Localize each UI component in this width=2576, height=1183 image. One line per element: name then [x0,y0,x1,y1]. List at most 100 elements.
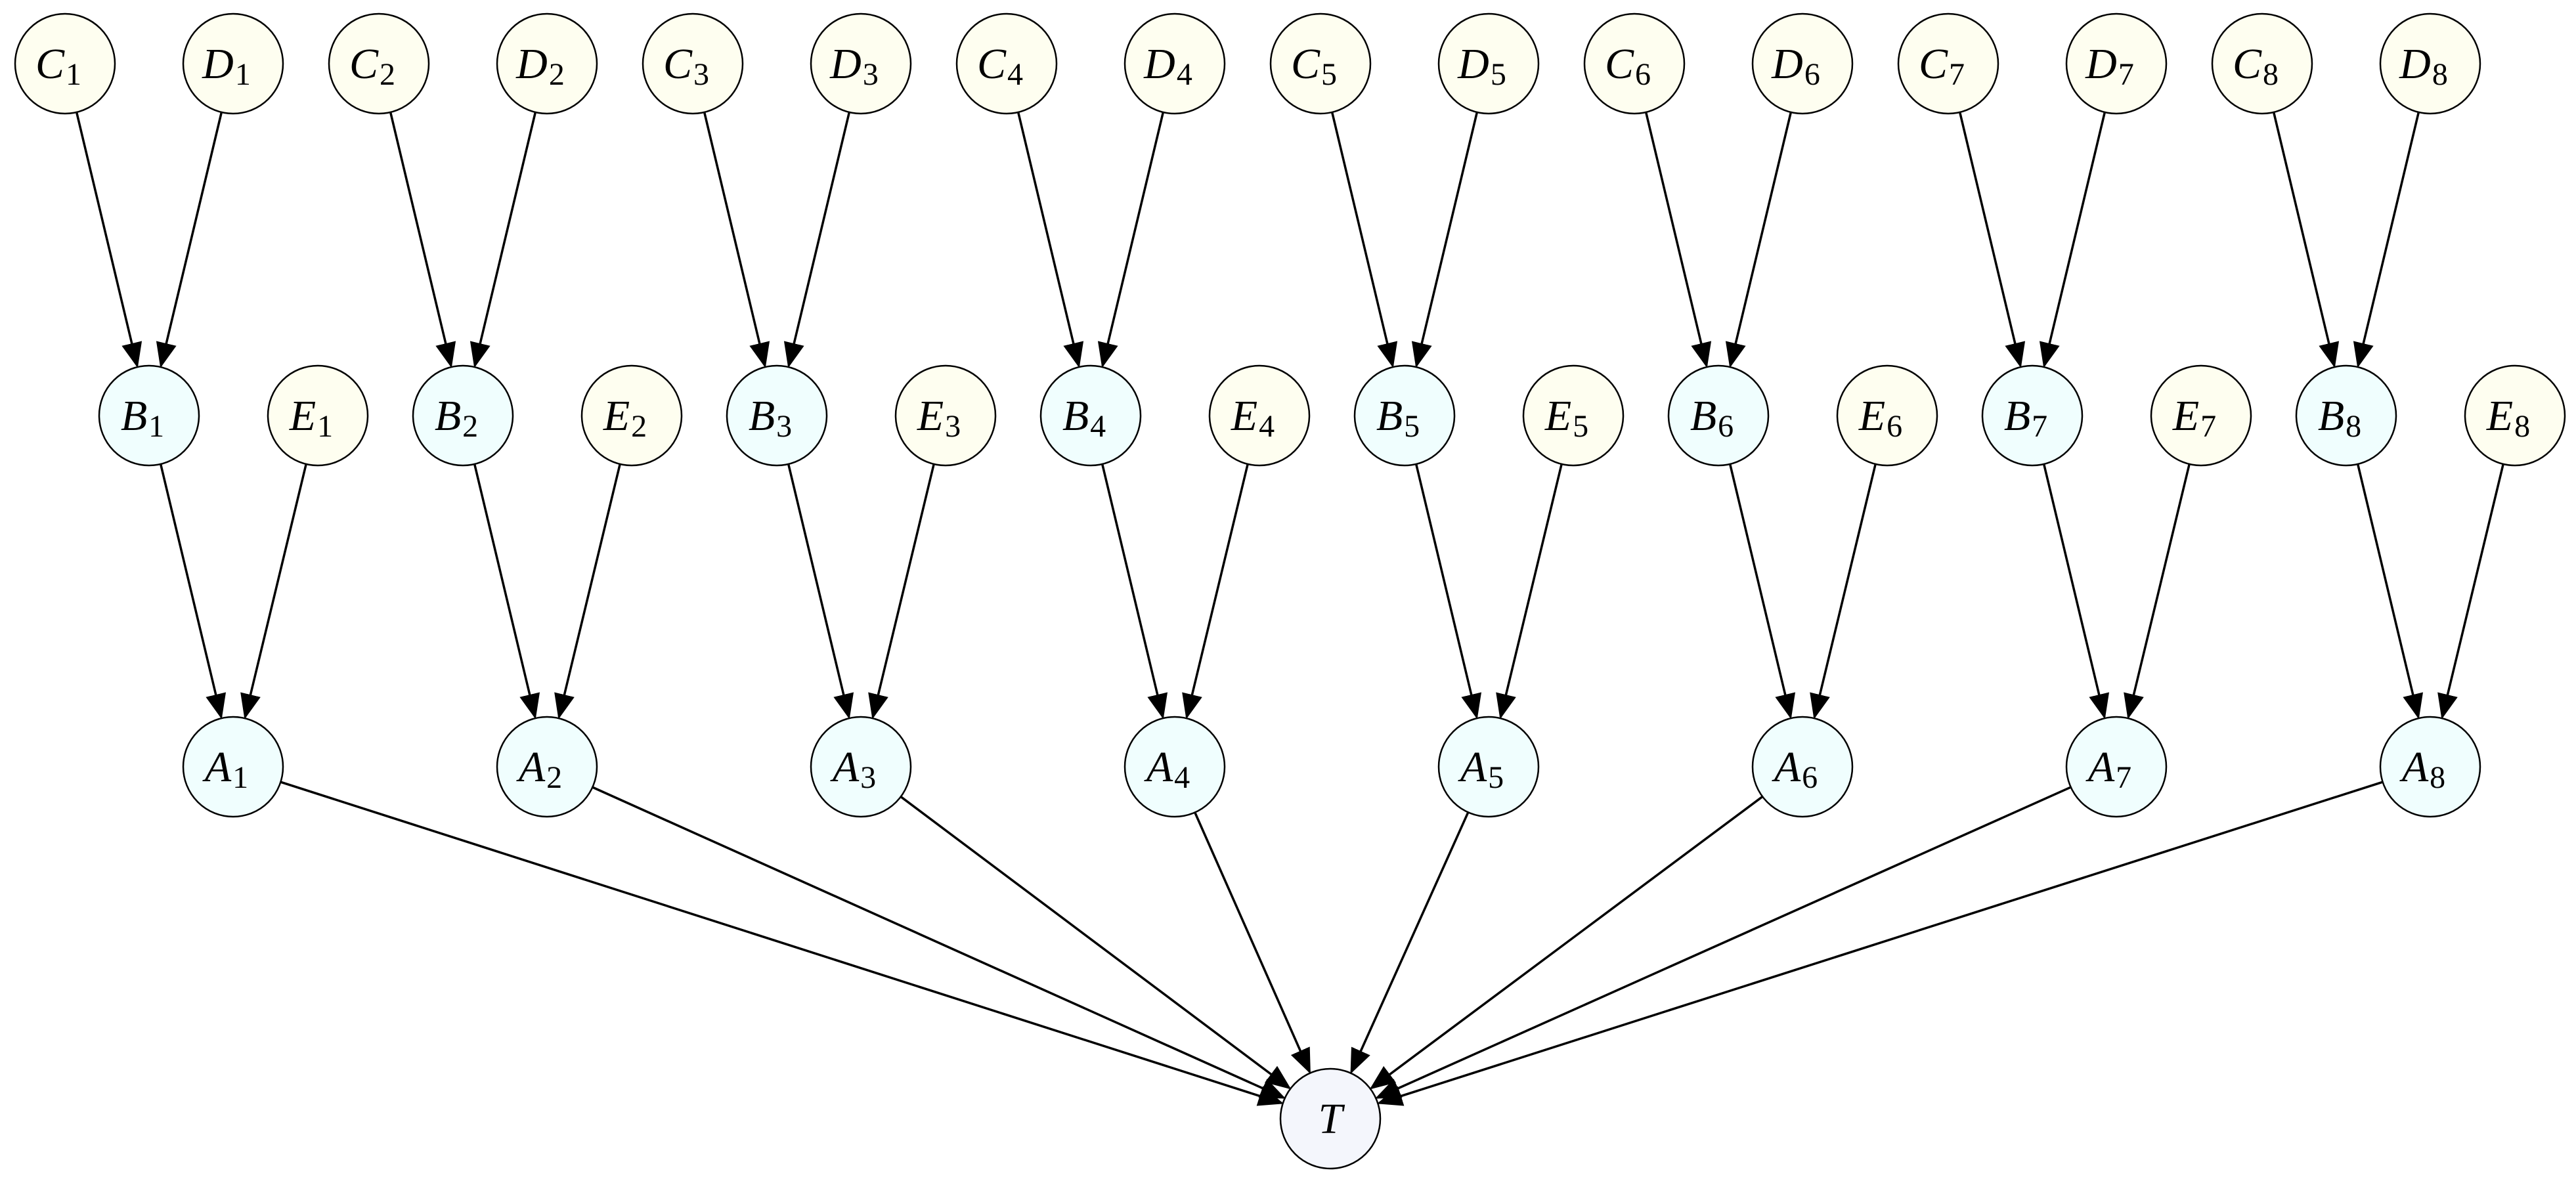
node-circle-e7 [2150,364,2252,467]
node-subscript: 5 [1573,409,1588,444]
node-label-b2: B2 [435,392,478,444]
edge-b1-to-a1 [159,463,227,720]
node-subscript: 6 [1887,409,1902,444]
node-circle-d5 [1437,12,1540,115]
node-circle-d7 [2065,12,2168,115]
node-subscript: 7 [1949,57,1965,92]
node-letter: A [1458,743,1487,791]
node-subscript: 1 [148,409,164,444]
node-label-d6: D6 [1771,40,1820,92]
node-label-c5: C5 [1291,40,1337,92]
node-d1: D1 [182,12,284,115]
node-d7: D7 [2065,12,2168,115]
node-circle-e4 [1208,364,1311,467]
edge-c6-to-b6 [1644,112,1712,368]
edge-d5-to-b5 [1411,112,1479,368]
node-label-b3: B3 [749,392,792,444]
node-letter: C [35,40,65,88]
node-label-c4: C4 [977,40,1023,92]
node-letter: E [1544,392,1571,440]
node-subscript: 8 [2432,57,2448,92]
node-circle-d1 [182,12,284,115]
node-letter: A [830,743,860,791]
node-e6: E6 [1836,364,1938,467]
node-circle-a6 [1751,716,1854,818]
node-circle-a7 [2065,716,2168,818]
edge-c3-to-b3 [703,112,770,368]
node-circle-b4 [1039,364,1142,467]
node-subscript: 8 [2263,57,2279,92]
edge-d4-to-b4 [1097,112,1165,368]
edge-e5-to-a5 [1496,463,1563,720]
node-circle-b7 [1981,364,2084,467]
edge-d7-to-b7 [2039,112,2107,368]
node-c2: C2 [328,12,430,115]
node-t: T [1279,1067,1382,1170]
edge-e7-to-a7 [2124,463,2191,720]
node-circle-t [1279,1067,1382,1170]
node-label-e4: E4 [1231,392,1275,444]
node-a1: A1 [182,716,284,818]
node-subscript: 2 [546,760,562,795]
node-letter: B [121,392,147,440]
node-circle-d6 [1751,12,1854,115]
node-a5: A5 [1437,716,1540,818]
edge-a1-to-t [280,781,1284,1106]
node-letter: T [1319,1095,1345,1143]
node-circle-a4 [1124,716,1226,818]
node-letter: E [603,392,630,440]
node-d6: D6 [1751,12,1854,115]
node-subscript: 3 [945,409,961,444]
node-d2: D2 [496,12,598,115]
node-letter: D [829,40,862,88]
node-circle-c4 [955,12,1058,115]
node-label-a4: A4 [1144,743,1190,795]
node-letter: E [2172,392,2199,440]
node-a6: A6 [1751,716,1854,818]
node-subscript: 2 [462,409,478,444]
node-subscript: 1 [232,760,248,795]
node-circle-e1 [267,364,369,467]
node-label-a3: A3 [830,743,876,795]
node-label-c8: C8 [2233,40,2279,92]
node-a2: A2 [496,716,598,818]
node-letter: B [2318,392,2344,440]
node-circle-b5 [1353,364,1456,467]
node-letter: E [2486,392,2513,440]
edge-d3-to-b3 [783,112,851,368]
node-circle-a2 [496,716,598,818]
node-b2: B2 [412,364,514,467]
node-circle-b2 [412,364,514,467]
edge-b3-to-a3 [787,463,854,720]
node-label-e2: E2 [603,392,647,444]
node-label-d3: D3 [829,40,879,92]
edge-e2-to-a2 [554,463,621,720]
node-letter: A [2399,743,2429,791]
node-letter: E [917,392,944,440]
node-subscript: 3 [860,760,876,795]
node-letter: B [435,392,461,440]
node-b4: B4 [1039,364,1142,467]
edge-c8-to-b8 [2272,112,2340,368]
node-d4: D4 [1124,12,1226,115]
node-circle-d3 [810,12,912,115]
node-subscript: 6 [1804,57,1820,92]
node-circle-d8 [2379,12,2481,115]
edge-b5-to-a5 [1414,463,1482,720]
node-label-c7: C7 [1919,40,1965,92]
node-letter: A [202,743,232,791]
node-circle-c8 [2211,12,2313,115]
edge-e6-to-a6 [1810,463,1877,720]
node-letter: C [1919,40,1948,88]
edge-a2-to-t [592,786,1286,1099]
node-circle-e2 [580,364,683,467]
node-circle-c7 [1897,12,1999,115]
node-label-b5: B5 [1376,392,1420,444]
node-letter: D [1457,40,1489,88]
node-subscript: 8 [2514,409,2530,444]
node-c3: C3 [642,12,744,115]
edges-layer [75,112,2504,1106]
node-subscript: 1 [235,57,251,92]
node-subscript: 3 [776,409,792,444]
